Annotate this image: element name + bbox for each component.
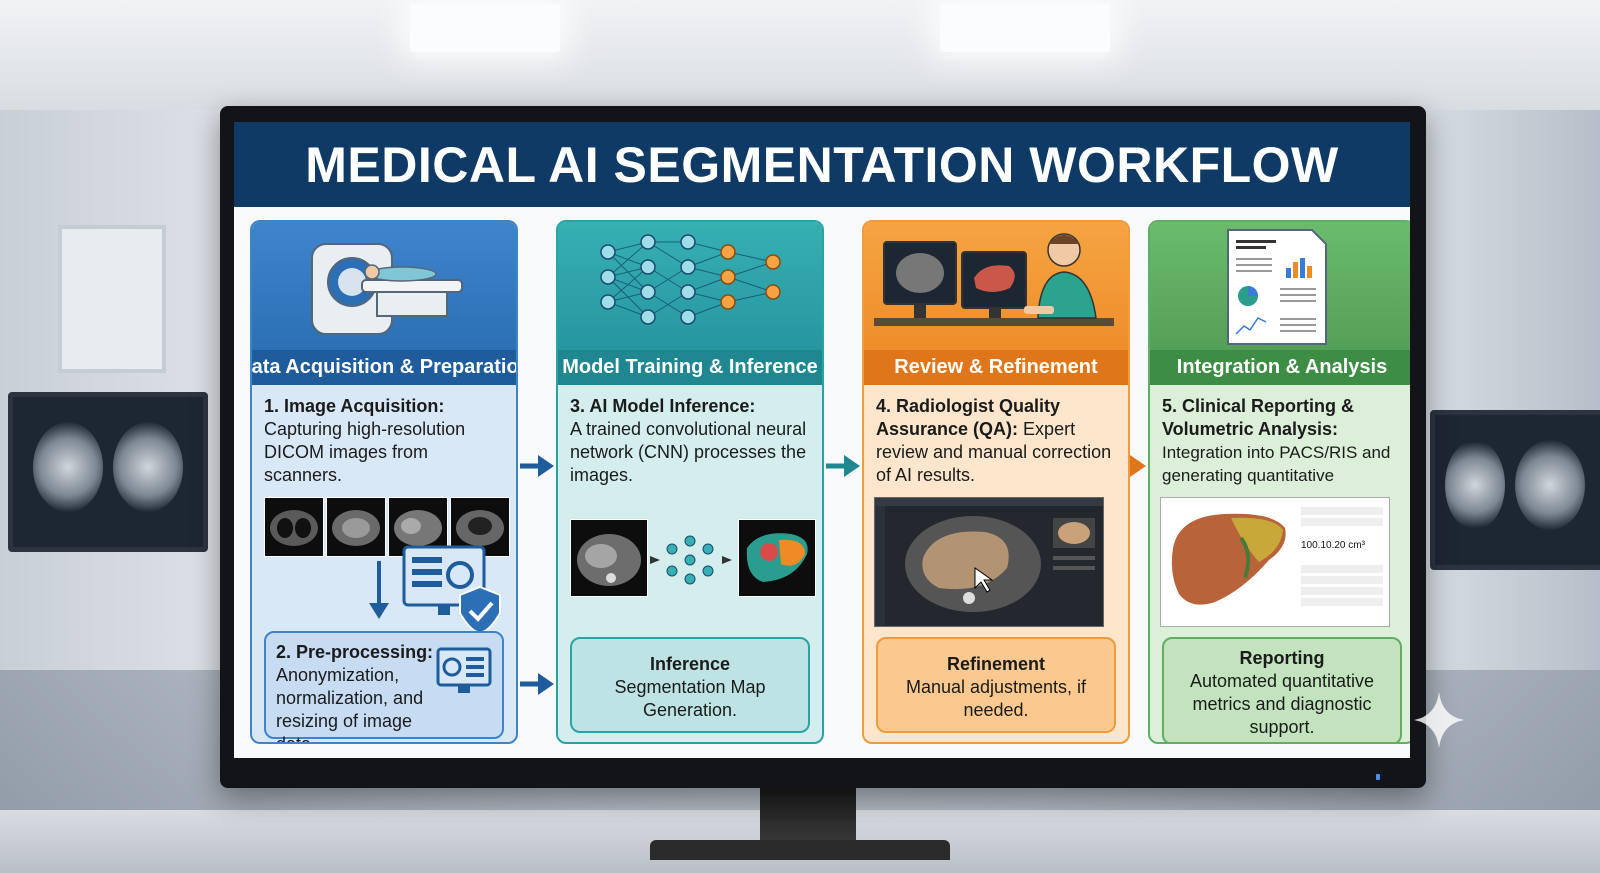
panel-illustration: [558, 222, 822, 350]
step-text: A trained convolutional neural network (…: [570, 419, 807, 485]
sub-text: Automated quantitative metrics and diagn…: [1189, 671, 1375, 737]
panel-body: 1. Image Acquisition: Capturing high-res…: [252, 385, 516, 742]
step-description: 4. Radiologist Quality Assurance (QA): E…: [876, 395, 1120, 487]
ceiling-light: [940, 4, 1110, 52]
panel-body: 5. Clinical Reporting & Volumetric Analy…: [1150, 385, 1410, 742]
panel-illustration: [252, 222, 516, 350]
step-title: 3. AI Model Inference:: [570, 396, 756, 416]
panel-header: Review & Refinement: [864, 350, 1128, 385]
dicom-thumbnail: [326, 497, 386, 557]
panel-header: Model Training & Inference: [558, 350, 822, 385]
settings-monitor-icon: [436, 647, 492, 693]
neural-network-icon: [600, 234, 781, 325]
panel-integration-analysis: Integration & Analysis 5. Clinical Repor…: [1148, 220, 1410, 744]
inference-box: Inference Segmentation Map Generation.: [570, 637, 810, 733]
sub-title: Inference: [649, 654, 731, 674]
step-description: 1. Image Acquisition: Capturing high-res…: [264, 395, 508, 487]
flow-arrow-icon: [826, 455, 860, 477]
reporting-box: Reporting Automated quantitative metrics…: [1162, 637, 1402, 742]
wall-left: [0, 110, 230, 670]
monitor-stand-base: [650, 840, 950, 860]
flow-arrow-icon: [520, 673, 554, 695]
refinement-box: Refinement Manual adjustments, if needed…: [876, 637, 1116, 733]
step-description: 3. AI Model Inference: A trained convolu…: [570, 395, 814, 487]
step-title: 4. Radiologist Quality Assurance (QA):: [876, 396, 1061, 439]
step-text: Capturing high-resolution DICOM images f…: [264, 419, 466, 485]
sub-title: Refinement: [946, 654, 1045, 674]
sub-text: Segmentation Map Generation.: [614, 677, 766, 720]
panel-body: 3. AI Model Inference: A trained convolu…: [558, 385, 822, 742]
ceiling-light: [410, 4, 560, 52]
dicom-thumbnail: [264, 497, 324, 557]
title-bar: MEDICAL AI SEGMENTATION WORKFLOW: [234, 122, 1410, 207]
page-title: MEDICAL AI SEGMENTATION WORKFLOW: [305, 136, 1339, 193]
liver-model-icon: [1171, 513, 1286, 605]
clinical-report-icon: [1227, 229, 1327, 345]
panel-body: 4. Radiologist Quality Assurance (QA): E…: [864, 385, 1128, 742]
panel-data-acquisition: Data Acquisition & Preparation 1. Image …: [250, 220, 518, 744]
ceiling: [0, 0, 1600, 110]
segmentation-map-image: [738, 519, 816, 597]
workflow-screen: MEDICAL AI SEGMENTATION WORKFLOW Data Ac…: [234, 122, 1410, 758]
main-monitor: MEDICAL AI SEGMENTATION WORKFLOW Data Ac…: [220, 106, 1426, 788]
panel-header: Integration & Analysis: [1150, 350, 1410, 385]
power-led: [1376, 774, 1380, 780]
sub-text: Anonymization, normalization, and resizi…: [276, 665, 424, 744]
preprocessing-box: 2. Pre-processing: Anonymization, normal…: [264, 631, 504, 742]
step-title: 1. Image Acquisition:: [264, 396, 445, 416]
monitor-stand: [760, 786, 856, 846]
flow-arrow-icon: [520, 455, 554, 477]
step-text: Integration into PACS/RIS and generating…: [1162, 443, 1391, 485]
step-title: 5. Clinical Reporting & Volumetric Analy…: [1162, 396, 1355, 439]
cnn-mini-icon: [650, 535, 732, 585]
down-arrow-icon: [369, 561, 389, 619]
radiologist-workstation-icon: [874, 233, 1114, 326]
step-text: Expert review and manual correction of A…: [876, 419, 1112, 485]
panel-illustration: [864, 222, 1128, 350]
sub-title: 2. Pre-processing:: [276, 642, 434, 662]
background-monitor-right: [1430, 410, 1600, 570]
volumetric-report-panel: 100.10.20 cm³: [1160, 497, 1390, 627]
sparkle-icon: [1414, 692, 1464, 748]
step-description: 5. Clinical Reporting & Volumetric Analy…: [1162, 395, 1406, 487]
ct-scanner-icon: [311, 243, 463, 335]
wall-poster: [58, 225, 166, 373]
sub-title: Reporting: [1239, 648, 1325, 668]
background-monitor-left: [8, 392, 208, 552]
ct-slice-image: [570, 519, 648, 597]
volume-value: 100.10.20 cm³: [1301, 540, 1365, 551]
panel-model-training: Model Training & Inference 3. AI Model I…: [556, 220, 824, 744]
panel-header: Data Acquisition & Preparation: [252, 350, 516, 385]
panel-review-refinement: Review & Refinement 4. Radiologist Quali…: [862, 220, 1130, 744]
panel-illustration: [1150, 222, 1410, 350]
qa-viewer-screenshot: [874, 497, 1104, 627]
secure-computer-icon: [402, 545, 501, 635]
wall-right: [1420, 110, 1600, 670]
sub-text: Manual adjustments, if needed.: [905, 677, 1087, 720]
